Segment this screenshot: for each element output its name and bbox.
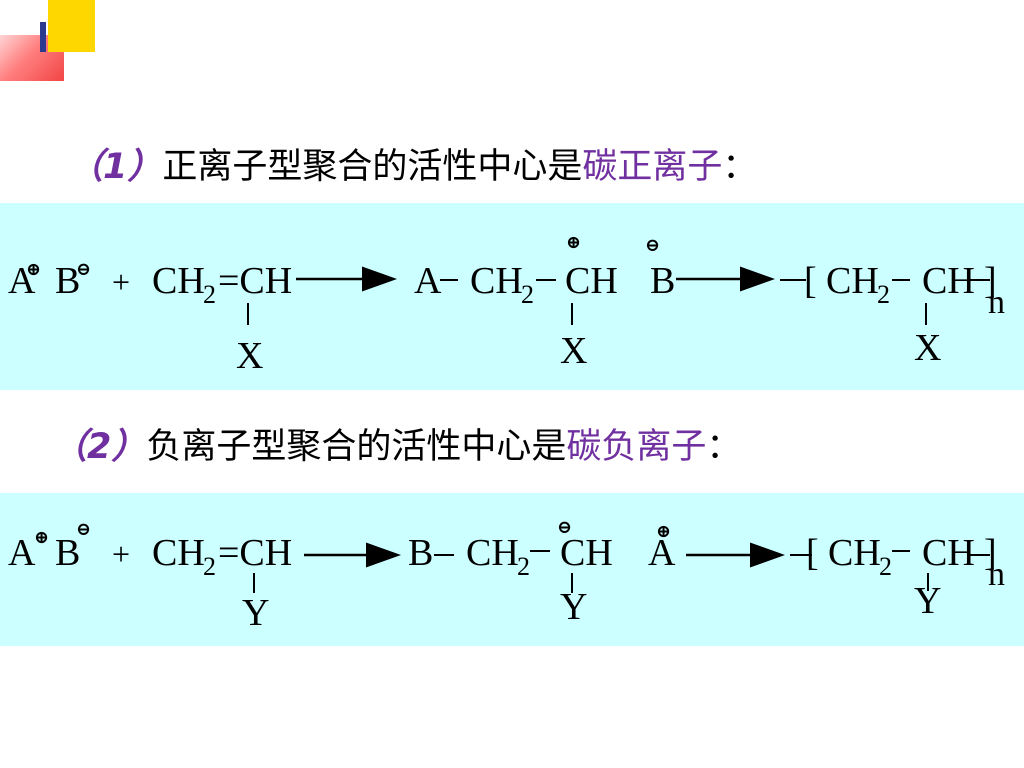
substituent-x: X <box>914 327 941 369</box>
intermediate-a: A <box>414 260 442 302</box>
heading-text: 负离子型聚合的活性中心是 <box>146 427 567 467</box>
charge-minus-icon: ⊖ <box>76 259 91 279</box>
plus-sign: + <box>112 264 130 300</box>
subscript-2: 2 <box>203 552 216 581</box>
initiator-cation: A <box>8 532 36 574</box>
charge-plus-icon: ⊕ <box>566 232 581 252</box>
charge-minus-icon: ⊖ <box>557 517 572 537</box>
charge-plus-icon: ⊕ <box>34 527 49 547</box>
substituent-x: X <box>560 330 587 372</box>
monomer-ch: CH <box>152 260 205 302</box>
polymer-ch2: CH <box>828 532 881 574</box>
intermediate-ch2: CH <box>466 532 519 574</box>
monomer-ch: CH <box>152 532 205 574</box>
substituent-y: Y <box>914 580 941 622</box>
corner-decoration-yellow <box>48 0 95 52</box>
intermediate-ch: CH <box>565 260 618 302</box>
equation-band-anionic: A ⊕ B ⊖ + CH 2 =CH Y B CH 2 CH ⊖ Y A ⊕ [… <box>0 493 1024 646</box>
plus-sign: + <box>112 536 130 572</box>
corner-decoration-blue <box>40 22 46 52</box>
heading-colon: ： <box>722 147 758 187</box>
equation-band-cationic: A ⊕ B ⊖ + CH 2 =CH X A CH 2 CH ⊕ X B ⊖ [… <box>0 203 1024 390</box>
subscript-2: 2 <box>879 552 892 581</box>
substituent-y: Y <box>560 586 587 628</box>
polymer-bracket-close: ] <box>984 260 997 302</box>
heading-cationic: （1）正离子型聚合的活性中心是碳正离子： <box>68 138 757 189</box>
equation-anionic: A ⊕ B ⊖ + CH 2 =CH Y B CH 2 CH ⊖ Y A ⊕ [… <box>8 517 1005 634</box>
repeat-n: n <box>988 556 1005 593</box>
heading-highlight: 碳负离子 <box>566 427 707 467</box>
polymer-ch2: CH <box>826 260 879 302</box>
polymer-bracket-open: [ <box>804 260 817 302</box>
heading-number: （2） <box>52 427 147 467</box>
heading-text: 正离子型聚合的活性中心是 <box>162 147 583 187</box>
heading-highlight: 碳正离子 <box>582 147 723 187</box>
substituent-x: X <box>236 335 263 377</box>
counter-ion: B <box>650 260 675 302</box>
initiator-anion: B <box>55 260 80 302</box>
monomer-eq-ch: =CH <box>218 532 292 574</box>
substituent-y: Y <box>242 592 269 634</box>
equation-cationic: A ⊕ B ⊖ + CH 2 =CH X A CH 2 CH ⊕ X B ⊖ [… <box>8 232 1005 377</box>
intermediate-ch: CH <box>560 532 613 574</box>
polymer-bracket-close: ] <box>984 532 997 574</box>
charge-plus-icon: ⊕ <box>656 521 671 541</box>
counter-ion: A <box>648 532 676 574</box>
charge-plus-icon: ⊕ <box>26 259 41 279</box>
charge-minus-icon: ⊖ <box>645 235 660 255</box>
polymer-bracket-open: [ <box>806 532 819 574</box>
polymer-ch: CH <box>922 260 975 302</box>
initiator-cation: A <box>8 260 36 302</box>
subscript-2: 2 <box>517 552 530 581</box>
heading-number: （1） <box>68 147 163 187</box>
charge-minus-icon: ⊖ <box>76 519 91 539</box>
heading-colon: ： <box>706 427 742 467</box>
polymer-ch: CH <box>922 532 975 574</box>
subscript-2: 2 <box>203 280 216 309</box>
intermediate-ch2: CH <box>470 260 523 302</box>
intermediate-b: B <box>408 532 433 574</box>
subscript-2: 2 <box>521 280 534 309</box>
monomer-eq-ch: =CH <box>218 260 292 302</box>
repeat-n: n <box>988 284 1005 321</box>
heading-anionic: （2）负离子型聚合的活性中心是碳负离子： <box>52 418 741 469</box>
initiator-anion: B <box>55 532 80 574</box>
subscript-2: 2 <box>877 280 890 309</box>
